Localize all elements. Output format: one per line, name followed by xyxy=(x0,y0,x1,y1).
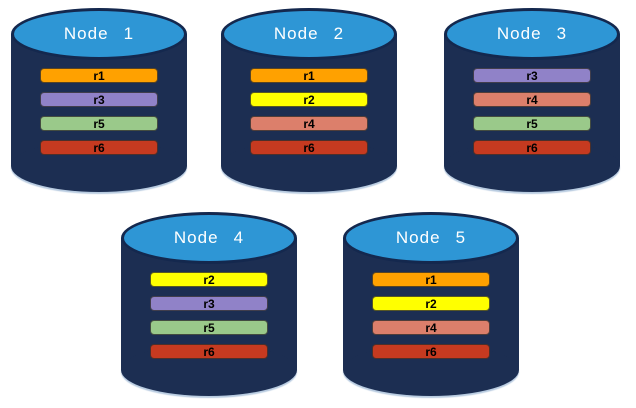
node-5: Node 5 r1 r2 r4 r6 xyxy=(343,212,519,396)
node-1-label: Node 1 xyxy=(63,24,135,43)
node-1: Node 1 r1 r3 r5 r6 xyxy=(11,8,187,192)
replica-bar: r6 xyxy=(150,344,268,359)
replica-bar: r2 xyxy=(250,92,368,107)
replica-bar: r3 xyxy=(473,68,591,83)
replica-bar: r6 xyxy=(250,140,368,155)
node-2-cylinder-top: Node 2 xyxy=(221,8,397,60)
node-5-replica-list: r1 r2 r4 r6 xyxy=(343,272,519,359)
node-5-cylinder-top: Node 5 xyxy=(343,212,519,264)
node-1-cylinder-top: Node 1 xyxy=(11,8,187,60)
node-3-label: Node 3 xyxy=(496,24,568,43)
node-2-replica-list: r1 r2 r4 r6 xyxy=(221,68,397,155)
node-3: Node 3 r3 r4 r5 r6 xyxy=(444,8,620,192)
replica-bar: r3 xyxy=(40,92,158,107)
node-4-label: Node 4 xyxy=(173,228,245,247)
replica-bar: r3 xyxy=(150,296,268,311)
node-3-replica-list: r3 r4 r5 r6 xyxy=(444,68,620,155)
node-4-replica-list: r2 r3 r5 r6 xyxy=(121,272,297,359)
replica-bar: r1 xyxy=(250,68,368,83)
replica-bar: r6 xyxy=(40,140,158,155)
replica-bar: r5 xyxy=(150,320,268,335)
replica-bar: r6 xyxy=(473,140,591,155)
node-1-replica-list: r1 r3 r5 r6 xyxy=(11,68,187,155)
node-2: Node 2 r1 r2 r4 r6 xyxy=(221,8,397,192)
replica-bar: r5 xyxy=(40,116,158,131)
node-5-label: Node 5 xyxy=(395,228,467,247)
replica-bar: r2 xyxy=(150,272,268,287)
replica-bar: r6 xyxy=(372,344,490,359)
replica-bar: r2 xyxy=(372,296,490,311)
replica-bar: r1 xyxy=(40,68,158,83)
replica-bar: r4 xyxy=(372,320,490,335)
replica-bar: r4 xyxy=(473,92,591,107)
node-3-cylinder-top: Node 3 xyxy=(444,8,620,60)
replica-bar: r1 xyxy=(372,272,490,287)
replica-bar: r4 xyxy=(250,116,368,131)
replica-bar: r5 xyxy=(473,116,591,131)
node-4: Node 4 r2 r3 r5 r6 xyxy=(121,212,297,396)
node-4-cylinder-top: Node 4 xyxy=(121,212,297,264)
node-2-label: Node 2 xyxy=(273,24,345,43)
